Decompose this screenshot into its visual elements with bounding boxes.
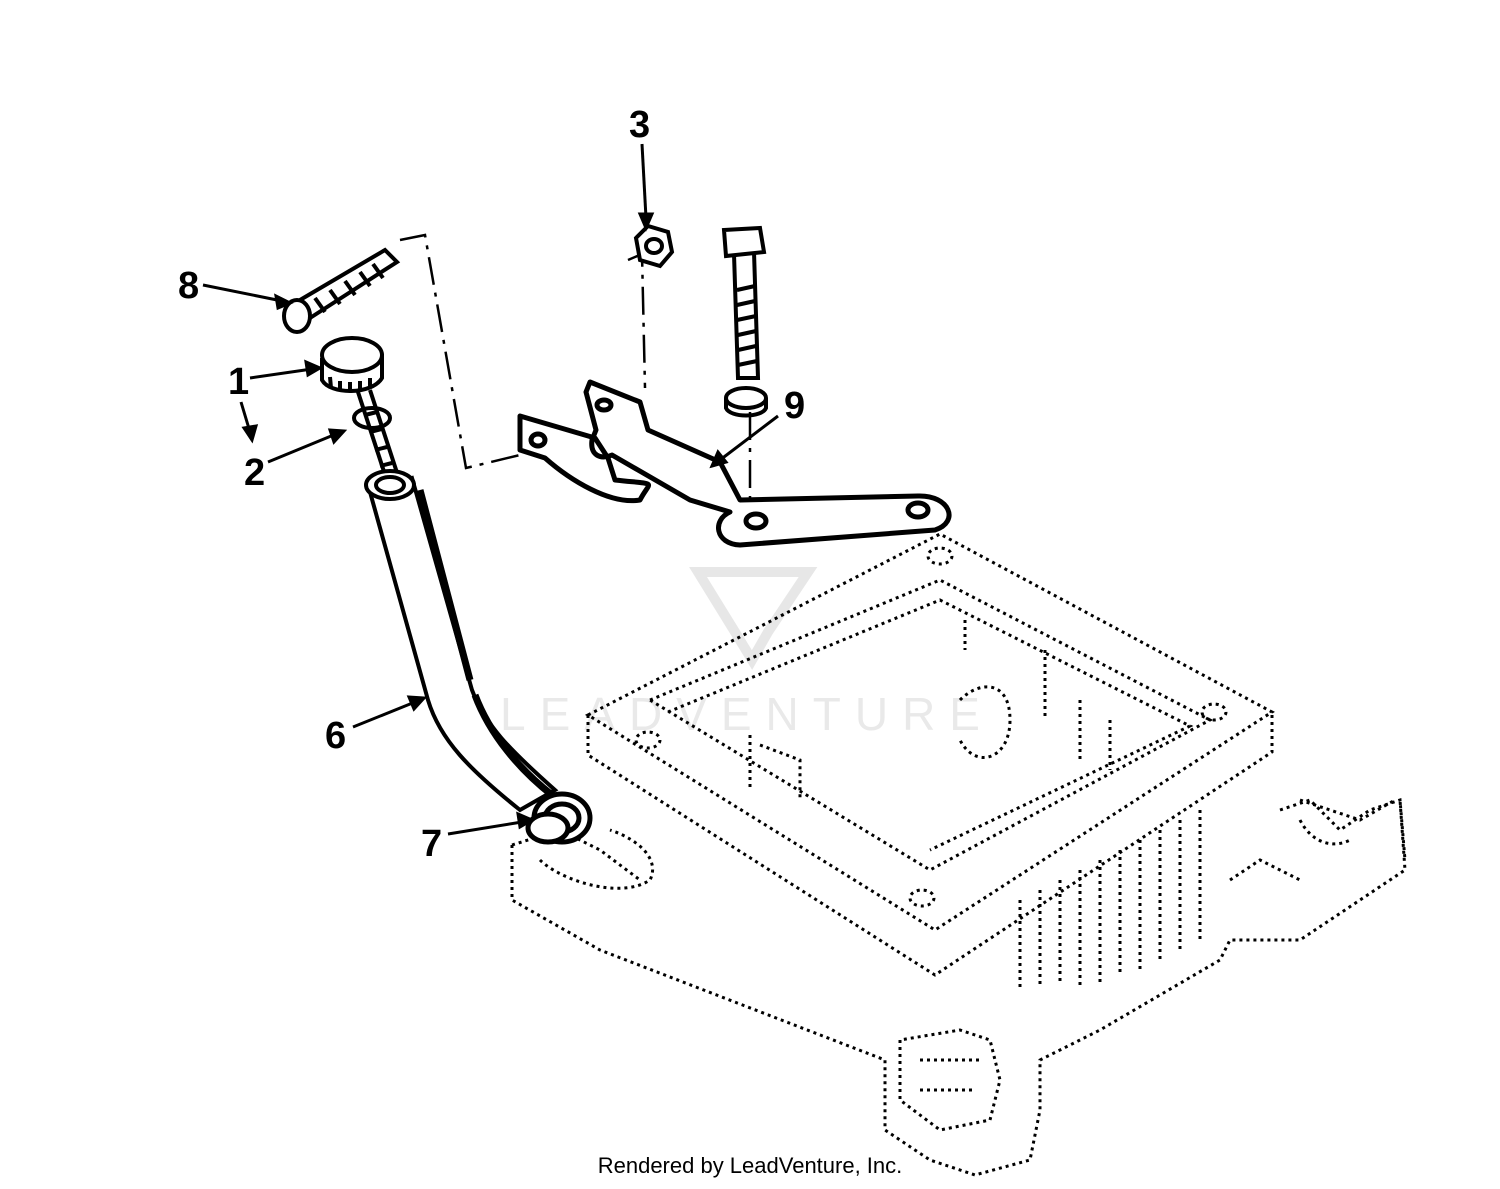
callout-1: 1	[228, 361, 249, 403]
callout-8: 8	[178, 265, 199, 307]
grommet	[525, 791, 593, 845]
watermark-logo: LEADVENTURE	[500, 567, 994, 740]
carriage-bolt	[282, 247, 401, 334]
hex-nut	[633, 223, 675, 269]
render-credit: Rendered by LeadVenture, Inc.	[597, 1153, 903, 1178]
leader-lines	[202, 143, 779, 836]
callout-2: 2	[244, 452, 265, 494]
hex-bolt	[721, 225, 768, 418]
callout-7: 7	[421, 823, 442, 865]
dipstick-cap	[320, 336, 384, 393]
o-ring	[352, 406, 392, 430]
callout-6: 6	[325, 715, 346, 757]
watermark-text: LEADVENTURE	[500, 688, 994, 740]
dipstick-tube	[364, 469, 559, 813]
callout-labels: 8 1 2 3 9 6 7	[178, 104, 805, 865]
transmission-housing	[510, 532, 1407, 1177]
callout-9: 9	[784, 385, 805, 427]
mounting-bracket	[517, 379, 952, 548]
callout-3: 3	[629, 104, 650, 146]
